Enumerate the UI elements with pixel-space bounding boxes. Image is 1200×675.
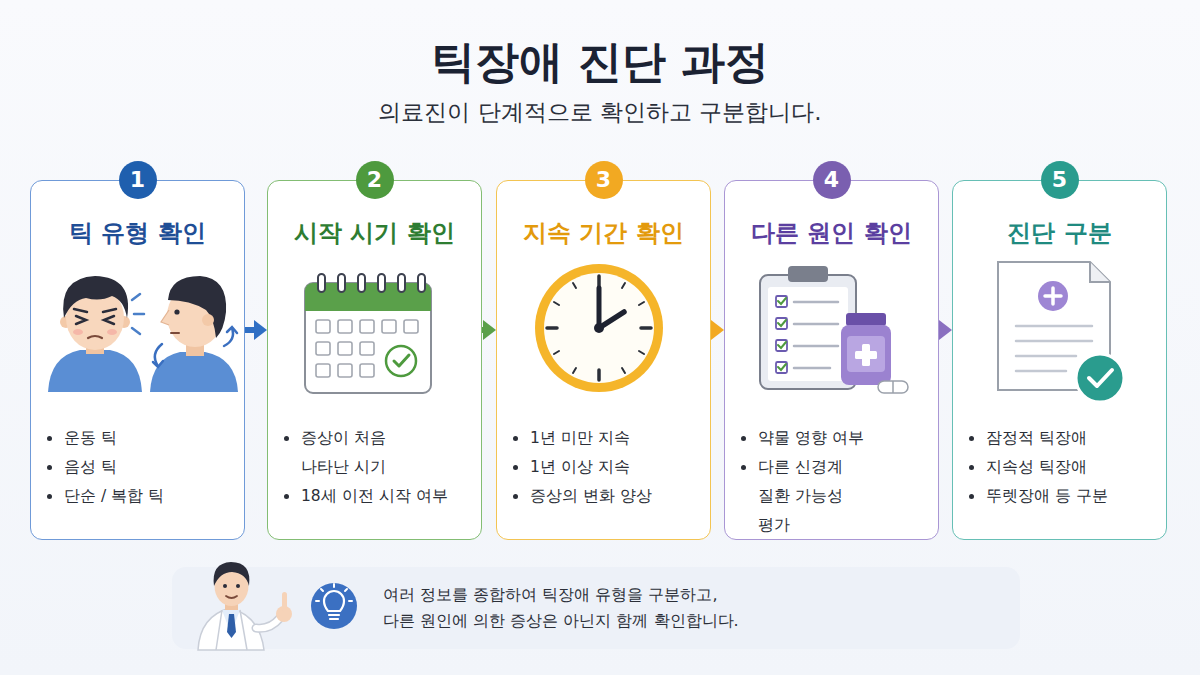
step-number: 5	[1052, 161, 1067, 199]
bullet-dot	[741, 465, 746, 470]
step-number: 3	[596, 161, 611, 199]
step-heading: 지속 기간 확인	[497, 218, 710, 248]
bullet-text: 1년 이상 지속	[530, 453, 630, 482]
flow-arrow	[482, 320, 496, 340]
bullet-text: 뚜렛장애 등 구분	[986, 482, 1108, 511]
bullet-text: 증상의 변화 양상	[530, 482, 652, 511]
step-number-badge: 5	[1041, 161, 1079, 199]
arrow-shaft	[245, 327, 255, 333]
page-subtitle: 의료진이 단계적으로 확인하고 구분합니다.	[0, 96, 1200, 128]
note-text-block: 여러 정보를 종합하여 틱장애 유형을 구분하고, 다른 원인에 의한 증상은 …	[383, 582, 803, 634]
bullet-list: 1년 미만 지속1년 이상 지속증상의 변화 양상	[513, 424, 652, 511]
bullet-row: 지속성 틱장애	[969, 453, 1108, 482]
bullet-dot	[969, 494, 974, 499]
page-title: 틱장애 진단 과정	[0, 30, 1200, 94]
bullet-row: 음성 틱	[47, 453, 164, 482]
arrow-head	[711, 320, 724, 340]
bullet-list: 약물 영향 여부다른 신경계 질환 가능성 평가	[741, 424, 878, 540]
bullet-text: 운동 틱	[64, 424, 117, 453]
summary-note: 여러 정보를 종합하여 틱장애 유형을 구분하고, 다른 원인에 의한 증상은 …	[172, 567, 1020, 649]
arrow-shaft	[482, 327, 484, 333]
bullet-dot	[47, 436, 52, 441]
bullet-list: 증상이 처음 나타난 시기18세 이전 시작 여부	[284, 424, 448, 511]
bullet-dot	[969, 465, 974, 470]
step-number-badge: 4	[813, 161, 851, 199]
bullet-text: 지속성 틱장애	[986, 453, 1087, 482]
bullet-dot	[47, 465, 52, 470]
step-number-badge: 3	[585, 161, 623, 199]
bullet-dot	[47, 494, 52, 499]
step-card: 진단 구분잠정적 틱장애지속성 틱장애뚜렛장애 등 구분5	[952, 180, 1167, 540]
bullet-text: 다른 신경계 질환 가능성 평가	[758, 453, 878, 540]
step-number: 2	[367, 161, 382, 199]
arrow-shaft	[711, 327, 712, 333]
arrow-head	[254, 320, 267, 340]
bullet-text: 음성 틱	[64, 453, 117, 482]
bullet-text: 단순 / 복합 틱	[64, 482, 164, 511]
bullet-dot	[284, 436, 289, 441]
bullet-text: 1년 미만 지속	[530, 424, 630, 453]
bullet-text: 증상이 처음 나타난 시기	[301, 424, 421, 482]
bullet-row: 단순 / 복합 틱	[47, 482, 164, 511]
bullet-dot	[513, 494, 518, 499]
bullet-row: 1년 미만 지속	[513, 424, 652, 453]
step-number-badge: 1	[119, 161, 157, 199]
bullet-text: 18세 이전 시작 여부	[301, 482, 448, 511]
bullet-list: 운동 틱음성 틱단순 / 복합 틱	[47, 424, 164, 511]
bullet-text: 약물 영향 여부	[758, 424, 864, 453]
bullet-dot	[969, 436, 974, 441]
bullet-dot	[741, 436, 746, 441]
step-card: 시작 시기 확인증상이 처음 나타난 시기18세 이전 시작 여부2	[267, 180, 482, 540]
bullet-row: 증상의 변화 양상	[513, 482, 652, 511]
flow-arrow	[245, 320, 267, 340]
bullet-row: 운동 틱	[47, 424, 164, 453]
step-heading: 다른 원인 확인	[725, 218, 938, 248]
step-card: 지속 기간 확인1년 미만 지속1년 이상 지속증상의 변화 양상3	[496, 180, 711, 540]
bullet-row: 18세 이전 시작 여부	[284, 482, 448, 511]
note-text-frame: 여러 정보를 종합하여 틱장애 유형을 구분하고, 다른 원인에 의한 증상은 …	[383, 567, 803, 649]
bullet-text: 잠정적 틱장애	[986, 424, 1087, 453]
bullet-dot	[513, 465, 518, 470]
bullet-row: 1년 이상 지속	[513, 453, 652, 482]
arrow-head	[939, 320, 952, 340]
step-number: 4	[824, 161, 839, 199]
bullet-row: 잠정적 틱장애	[969, 424, 1108, 453]
arrow-shaft	[939, 327, 940, 333]
flow-arrow	[939, 320, 952, 340]
step-number-badge: 2	[356, 161, 394, 199]
bullet-dot	[513, 436, 518, 441]
bullet-row: 증상이 처음 나타난 시기	[284, 424, 448, 482]
note-text: 여러 정보를 종합하여 틱장애 유형을 구분하고, 다른 원인에 의한 증상은 …	[383, 582, 803, 634]
step-heading: 진단 구분	[953, 218, 1166, 248]
step-card: 다른 원인 확인약물 영향 여부다른 신경계 질환 가능성 평가4	[724, 180, 939, 540]
step-card: 틱 유형 확인운동 틱음성 틱단순 / 복합 틱1	[30, 180, 245, 540]
bullet-row: 뚜렛장애 등 구분	[969, 482, 1108, 511]
step-heading: 틱 유형 확인	[31, 218, 244, 248]
flow-arrow	[711, 320, 724, 340]
bullet-dot	[284, 494, 289, 499]
step-number: 1	[130, 161, 145, 199]
bullet-list: 잠정적 틱장애지속성 틱장애뚜렛장애 등 구분	[969, 424, 1108, 511]
bullet-row: 약물 영향 여부	[741, 424, 878, 453]
step-heading: 시작 시기 확인	[268, 218, 481, 248]
arrow-head	[483, 320, 496, 340]
bullet-row: 다른 신경계 질환 가능성 평가	[741, 453, 878, 540]
